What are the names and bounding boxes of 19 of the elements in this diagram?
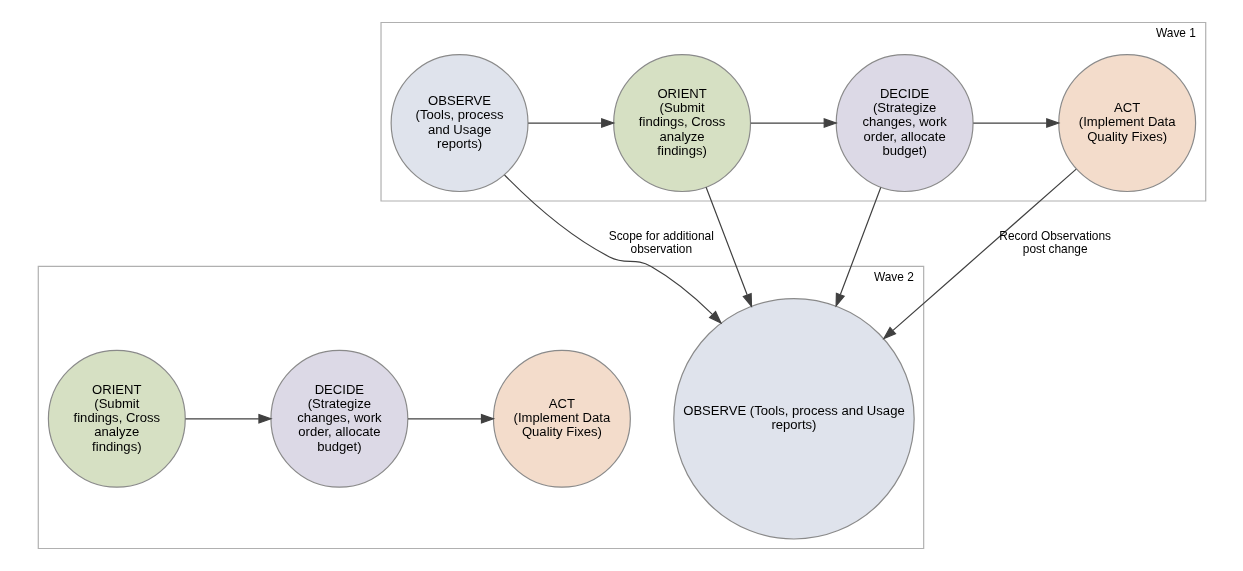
arrow [834,186,881,308]
arrow [972,118,1060,129]
edge-label: Record Observations post change [998,229,1111,257]
arrow [527,118,615,129]
arrow [749,118,838,129]
node-circle: ACT (Implement Data Quality Fixes) [492,349,631,488]
arrow [184,413,273,424]
node-circle: DECIDE (Strategize changes, work order, allocate budget) [269,349,408,488]
node-circle: OBSERVE (Tools, process and Usage reports) [390,54,529,193]
arrow [882,168,1077,340]
arrow [406,413,495,424]
node-circle: ORIENT (Submit findings, Cross analyze findings) [47,349,186,488]
arrow [503,174,722,325]
node-circle: OBSERVE (Tools, process and Usage reports) [672,298,915,540]
node-circle: ORIENT (Submit findings, Cross analyze findings) [612,54,751,193]
node-circle: DECIDE (Strategize changes, work order, allocate budget) [835,54,974,193]
edge-label: Scope for additional observation [608,229,714,257]
node-circle: ACT (Implement Data Quality Fixes) [1057,54,1196,193]
arrow [705,186,752,308]
